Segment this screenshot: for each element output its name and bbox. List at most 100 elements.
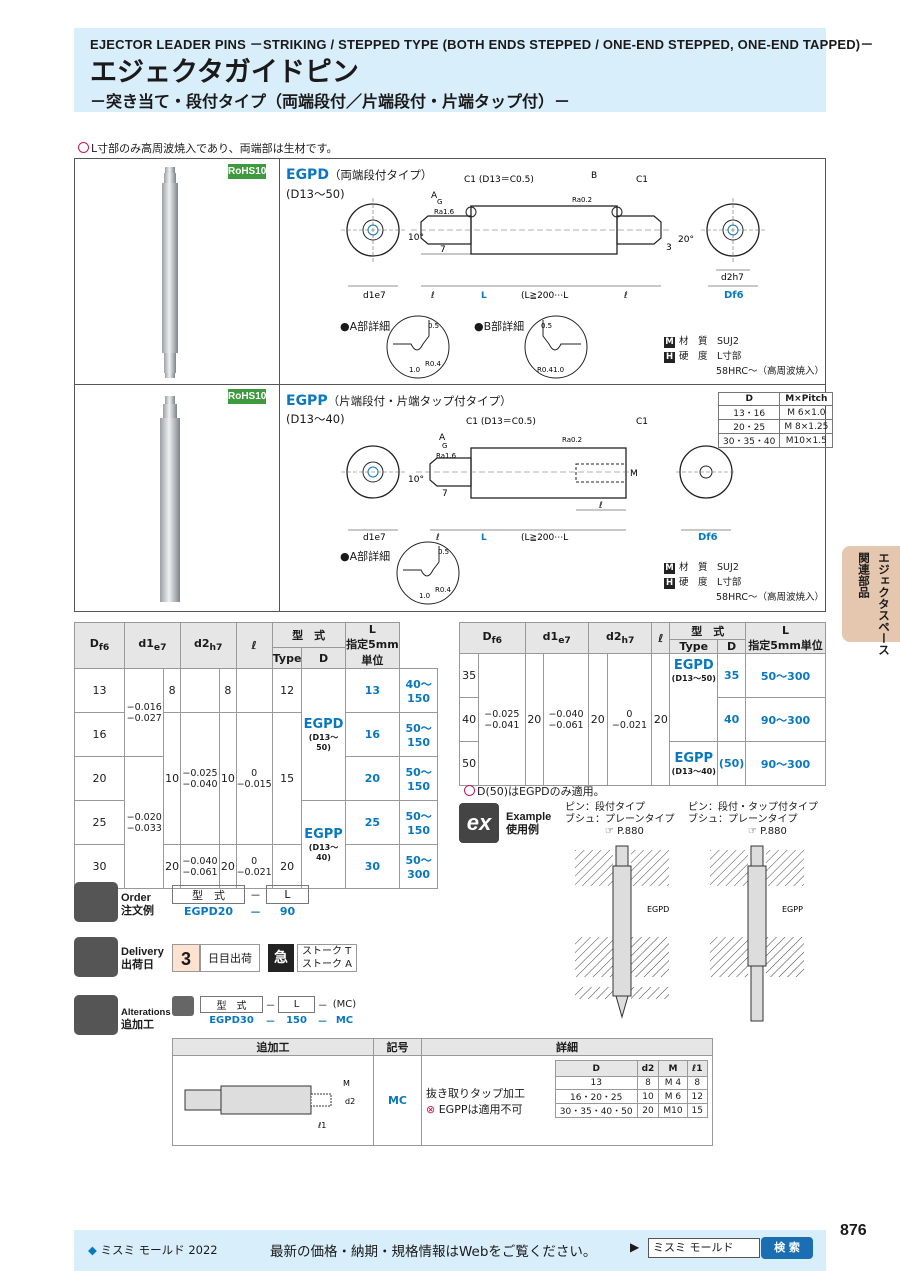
label-l-left: ℓ bbox=[430, 291, 435, 301]
svg-text:R0.4: R0.4 bbox=[435, 586, 452, 594]
alterations-example: 型 式 － L － (MC) EGPD30 － 150 － MC bbox=[200, 996, 359, 1028]
product-vertical-divider bbox=[279, 158, 280, 612]
svg-text:ℓ: ℓ bbox=[598, 501, 603, 511]
footer-brand: ◆ ミスミ モールド 2022 bbox=[88, 1243, 218, 1257]
search-input[interactable]: ミスミ モールド bbox=[648, 1238, 760, 1258]
side-category-tab[interactable]: エジェクタスペース 関連部品 bbox=[842, 546, 900, 656]
label-ra16: Ra1.6 bbox=[434, 208, 455, 216]
svg-text:d2: d2 bbox=[345, 1097, 355, 1106]
search-button[interactable]: 検 索 bbox=[761, 1237, 813, 1259]
egpp-heading: EGPP（片端段付・片端タップ付タイプ） bbox=[286, 393, 512, 409]
example-figure-2: EGPP bbox=[710, 845, 804, 1022]
label-10deg: 10° bbox=[408, 233, 424, 243]
svg-text:M: M bbox=[630, 469, 638, 479]
label-L: L bbox=[481, 291, 487, 301]
detail-a-circle: 0.5 1.0 R0.4 bbox=[386, 315, 450, 379]
svg-text:R0.4: R0.4 bbox=[537, 366, 554, 374]
svg-text:C1 (D13＝C0.5): C1 (D13＝C0.5) bbox=[466, 417, 536, 427]
svg-text:Ra0.2: Ra0.2 bbox=[562, 436, 582, 444]
svg-text:10°: 10° bbox=[408, 475, 424, 485]
mid-note: D(50)はEGPDのみ適用。 bbox=[464, 783, 605, 799]
detail-a-title: ●A部詳細 bbox=[340, 320, 391, 333]
svg-text:G: G bbox=[442, 442, 447, 450]
english-title: EJECTOR LEADER PINS －STRIKING / STEPPED … bbox=[90, 37, 874, 52]
note-icon bbox=[78, 142, 89, 153]
label-a: A bbox=[431, 191, 438, 201]
svg-text:0.5: 0.5 bbox=[428, 322, 439, 330]
delivery-days-label: 日目出荷 bbox=[200, 944, 260, 972]
phone-small-icon bbox=[172, 996, 194, 1016]
svg-text:Df6: Df6 bbox=[698, 532, 718, 543]
label-d2: d2h7 bbox=[721, 273, 744, 283]
express-icon: 急 bbox=[268, 944, 294, 972]
header-band bbox=[74, 28, 826, 112]
svg-text:7: 7 bbox=[442, 489, 448, 499]
label-b: B bbox=[591, 171, 597, 181]
svg-text:ℓ: ℓ bbox=[435, 533, 440, 543]
label-l-right: ℓ bbox=[623, 291, 628, 301]
product-divider bbox=[74, 384, 826, 385]
egpd-range: (D13～50) bbox=[286, 187, 345, 201]
example-figure-1: EGPD bbox=[575, 845, 669, 1019]
svg-text:A: A bbox=[439, 433, 446, 443]
alteration-table: 追加工 記号 詳細 M d2 ℓ1 MC 抜き取りタップ加工 ⊗ EGPPは適用… bbox=[172, 1038, 713, 1146]
example-col2: ピン：段付・タップ付タイプブシュ：プレーンタイプ ☞ P.880 bbox=[688, 802, 818, 837]
egpp-detail-a-circle: 0.5 1.0 R0.4 bbox=[396, 541, 460, 605]
egpp-range: (D13～40) bbox=[286, 412, 345, 426]
label-g: G bbox=[437, 198, 442, 206]
page-title: エジェクタガイドピン bbox=[90, 57, 359, 88]
svg-text:R0.4: R0.4 bbox=[425, 360, 442, 368]
svg-text:d1e7: d1e7 bbox=[363, 533, 386, 543]
svg-text:(L≧200⋯L: (L≧200⋯L bbox=[521, 533, 568, 543]
egpp-pin-photo bbox=[160, 396, 180, 602]
egpp-drawing: A C1 (D13＝C0.5) C1 G Ra1.6 Ra0.2 10° 7 M… bbox=[341, 417, 736, 543]
top-note: L寸部のみ高周波焼入であり、両端部は生材です。 bbox=[78, 140, 337, 156]
svg-text:EGPP: EGPP bbox=[782, 905, 803, 914]
svg-text:C1: C1 bbox=[636, 417, 648, 427]
delivery-days: 3 bbox=[172, 944, 200, 972]
label-D: Df6 bbox=[724, 290, 744, 301]
truck-icon bbox=[74, 937, 118, 977]
label-ra02: Ra0.2 bbox=[572, 196, 592, 204]
arrow-right-icon: ▶ bbox=[630, 1240, 640, 1254]
svg-text:0.5: 0.5 bbox=[541, 322, 552, 330]
egpd-heading: EGPD（両端段付タイプ） bbox=[286, 167, 433, 183]
svg-text:0.5: 0.5 bbox=[438, 548, 449, 556]
svg-text:Ra1.6: Ra1.6 bbox=[436, 452, 457, 460]
svg-text:1.0: 1.0 bbox=[553, 366, 564, 374]
svg-text:1.0: 1.0 bbox=[419, 592, 430, 600]
alteration-figure: M d2 ℓ1 bbox=[184, 1079, 355, 1130]
example-icon: ex bbox=[459, 803, 499, 843]
detail-b-title: ●B部詳細 bbox=[474, 320, 525, 333]
label-c1a: C1 (D13＝C0.5) bbox=[464, 175, 534, 185]
label-7: 7 bbox=[440, 245, 446, 255]
svg-text:M: M bbox=[343, 1079, 350, 1088]
phone-icon bbox=[74, 882, 118, 922]
label-3: 3 bbox=[666, 243, 672, 253]
svg-text:L: L bbox=[481, 533, 487, 543]
product-box bbox=[74, 158, 826, 612]
order-example: 型 式 － L EGPD20 － 90 bbox=[172, 885, 309, 920]
brand-logo-icon: ◆ bbox=[88, 1243, 97, 1257]
footer-message: 最新の価格・納期・規格情報はWebをご覧ください。 bbox=[270, 1244, 597, 1260]
rohs-badge-2: RoHS10 bbox=[228, 389, 267, 404]
egpp-detail-a-title: ●A部詳細 bbox=[340, 550, 391, 563]
example-col1: ピン：段付タイプブシュ：プレーンタイプ ☞ P.880 bbox=[565, 802, 675, 837]
svg-text:1.0: 1.0 bbox=[409, 366, 420, 374]
page-number: 876 bbox=[840, 1222, 867, 1239]
egpd-pin-photo bbox=[162, 167, 178, 378]
label-L-note: (L≧200⋯L bbox=[521, 291, 568, 301]
svg-text:EGPD: EGPD bbox=[647, 905, 669, 914]
label-20deg: 20° bbox=[678, 235, 694, 245]
label-c1b: C1 bbox=[636, 175, 648, 185]
